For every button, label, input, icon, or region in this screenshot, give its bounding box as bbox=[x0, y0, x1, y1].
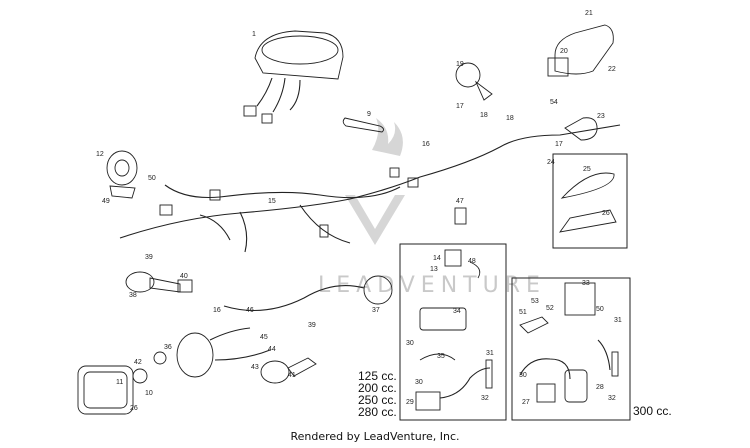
callout-29: 29 bbox=[406, 399, 414, 406]
callout-12: 12 bbox=[96, 151, 104, 158]
callout-labels: 1 9 12 50 49 15 16 18 18 19 17 17 54 23 … bbox=[96, 10, 622, 412]
callout-30b: 30 bbox=[415, 379, 423, 386]
callout-21: 21 bbox=[585, 10, 593, 17]
callout-33: 33 bbox=[582, 280, 590, 287]
callout-27: 27 bbox=[522, 399, 530, 406]
turn-signal-front bbox=[125, 271, 193, 293]
callout-17a: 17 bbox=[456, 103, 464, 110]
label-200cc: 200 cc. bbox=[358, 381, 397, 395]
handlebar-switch bbox=[223, 275, 393, 312]
turn-signal-front-right bbox=[260, 357, 317, 384]
callout-16: 16 bbox=[422, 141, 430, 148]
tail-light bbox=[547, 24, 614, 77]
callout-17b: 17 bbox=[555, 141, 563, 148]
bracket-9 bbox=[342, 117, 385, 133]
callout-39b: 39 bbox=[308, 322, 316, 329]
callout-49: 49 bbox=[102, 198, 110, 205]
callout-25: 25 bbox=[583, 166, 591, 173]
callout-47: 47 bbox=[456, 198, 464, 205]
callout-46: 46 bbox=[246, 307, 254, 314]
label-300cc: 300 cc. bbox=[633, 404, 672, 418]
callout-22: 22 bbox=[608, 66, 616, 73]
horn bbox=[106, 150, 138, 199]
callout-11: 11 bbox=[116, 379, 123, 386]
main-harness bbox=[119, 124, 621, 253]
callout-50b: 50 bbox=[596, 306, 604, 313]
callout-19: 19 bbox=[456, 61, 464, 68]
callout-20: 20 bbox=[560, 48, 568, 55]
callout-26b: 26 bbox=[130, 405, 138, 412]
callout-52: 52 bbox=[546, 305, 554, 312]
callout-54: 54 bbox=[550, 99, 558, 106]
callout-35: 35 bbox=[437, 353, 445, 360]
callout-15: 15 bbox=[268, 198, 276, 205]
callout-40: 40 bbox=[180, 273, 188, 280]
callout-38: 38 bbox=[129, 292, 137, 299]
callout-13: 13 bbox=[430, 266, 438, 273]
watermark-text: LEADVENTURE bbox=[318, 273, 546, 298]
headlight-main bbox=[77, 327, 271, 415]
callout-50: 50 bbox=[148, 175, 156, 182]
small-engine-box bbox=[399, 243, 507, 421]
callout-36: 36 bbox=[164, 344, 172, 351]
watermark: LEADVENTURE bbox=[318, 118, 546, 298]
callout-42: 42 bbox=[134, 359, 142, 366]
credit-text: Rendered by LeadVenture, Inc. bbox=[290, 430, 460, 443]
callout-48: 48 bbox=[468, 258, 476, 265]
callout-37: 37 bbox=[372, 307, 380, 314]
callout-34: 34 bbox=[453, 308, 461, 315]
callout-53: 53 bbox=[531, 298, 539, 305]
callout-41: 41 bbox=[288, 372, 296, 379]
callout-43: 43 bbox=[251, 364, 259, 371]
relay-47 bbox=[454, 207, 467, 225]
callout-23: 23 bbox=[597, 113, 605, 120]
callout-28: 28 bbox=[596, 384, 604, 391]
callout-18b: 18 bbox=[506, 115, 514, 122]
callout-45: 45 bbox=[260, 334, 268, 341]
callout-30c: 30 bbox=[519, 372, 527, 379]
callout-30a: 30 bbox=[406, 340, 414, 347]
callout-16b: 16 bbox=[213, 307, 221, 314]
callout-9: 9 bbox=[367, 111, 371, 118]
callout-10: 10 bbox=[145, 390, 153, 397]
turn-signal-rear bbox=[564, 117, 598, 141]
callout-44: 44 bbox=[268, 346, 276, 353]
callout-31b: 31 bbox=[614, 317, 622, 324]
engine-labels: 125 cc. 200 cc. 250 cc. 280 cc. 300 cc. bbox=[358, 369, 672, 419]
callout-18a: 18 bbox=[480, 112, 488, 119]
callout-51: 51 bbox=[519, 309, 527, 316]
callout-26: 26 bbox=[602, 210, 610, 217]
headlight-small bbox=[455, 62, 493, 101]
large-engine-box bbox=[511, 277, 631, 421]
callout-1: 1 bbox=[252, 31, 256, 38]
license-light-box bbox=[552, 153, 628, 249]
callout-32a: 32 bbox=[481, 395, 489, 402]
callout-24: 24 bbox=[547, 159, 555, 166]
label-280cc: 280 cc. bbox=[358, 405, 397, 419]
instrument-cluster bbox=[243, 30, 344, 124]
callout-32b: 32 bbox=[608, 395, 616, 402]
callout-14: 14 bbox=[433, 255, 441, 262]
label-125cc: 125 cc. bbox=[358, 369, 397, 383]
callout-31a: 31 bbox=[486, 350, 494, 357]
label-250cc: 250 cc. bbox=[358, 393, 397, 407]
callout-39a: 39 bbox=[145, 254, 153, 261]
